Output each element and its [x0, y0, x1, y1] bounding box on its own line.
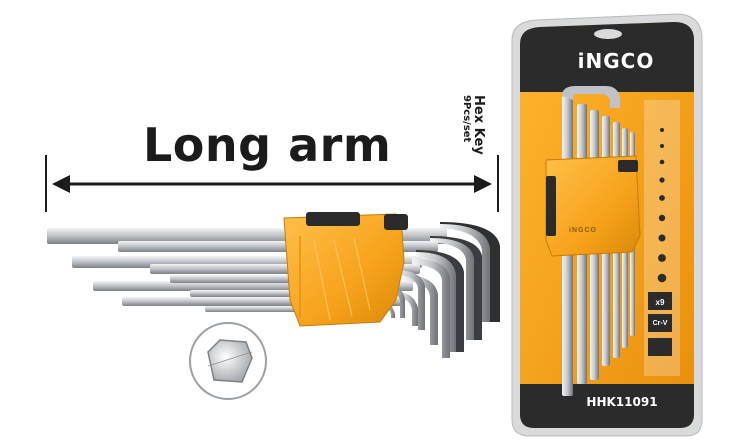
headline-long-arm: Long arm [143, 118, 392, 172]
hex-key-set [47, 212, 500, 358]
double-arrow-icon [45, 155, 499, 212]
key-holder [283, 212, 408, 327]
package-brand-logo: iNGCO [577, 49, 655, 73]
package-model-number: HHK11091 [586, 395, 658, 409]
quantity-badge: x9 [655, 298, 665, 307]
hex-tip-closeup-icon [189, 322, 267, 400]
package-title: Hex Key [471, 95, 486, 155]
material-badge: Cr-V [652, 320, 668, 327]
package-subtitle: 9Pcs/set [461, 95, 472, 143]
product-package [511, 13, 703, 437]
holder-logo: iNGCO [569, 227, 597, 234]
